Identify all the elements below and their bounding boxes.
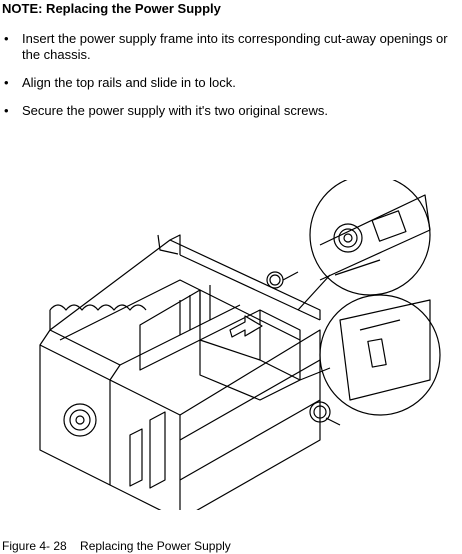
- list-item: • Align the top rails and slide in to lo…: [0, 75, 462, 91]
- figure-label: Figure 4- 28: [2, 539, 67, 553]
- screw-icon: [309, 401, 331, 423]
- list-item-text: Insert the power supply frame into its c…: [22, 31, 448, 62]
- bullet-dot-icon: •: [4, 103, 9, 118]
- insertion-arrow-icon: [229, 315, 263, 338]
- figure-caption: Figure 4- 28 Replacing the Power Supply: [2, 539, 231, 553]
- magnified-detail-top: [309, 180, 431, 296]
- list-item-text: Secure the power supply with it's two or…: [22, 103, 328, 118]
- instruction-list: • Insert the power supply frame into its…: [0, 31, 462, 131]
- bullet-dot-icon: •: [4, 31, 9, 46]
- chassis-illustration: [39, 180, 441, 510]
- magnified-detail-bottom: [319, 294, 441, 416]
- chassis-top-edge: [49, 304, 147, 311]
- list-item-text: Align the top rails and slide in to lock…: [22, 75, 236, 90]
- list-item: • Secure the power supply with it's two …: [0, 103, 462, 119]
- chassis-front-panel: [39, 344, 111, 486]
- chassis-side-panel: [179, 329, 321, 510]
- figure-caption-text: Replacing the Power Supply: [80, 539, 231, 553]
- bullet-dot-icon: •: [4, 75, 9, 90]
- note-title: NOTE: Replacing the Power Supply: [2, 1, 221, 16]
- front-fan-icon: [63, 403, 97, 437]
- screw-icon: [266, 271, 284, 289]
- list-item: • Insert the power supply frame into its…: [0, 31, 462, 63]
